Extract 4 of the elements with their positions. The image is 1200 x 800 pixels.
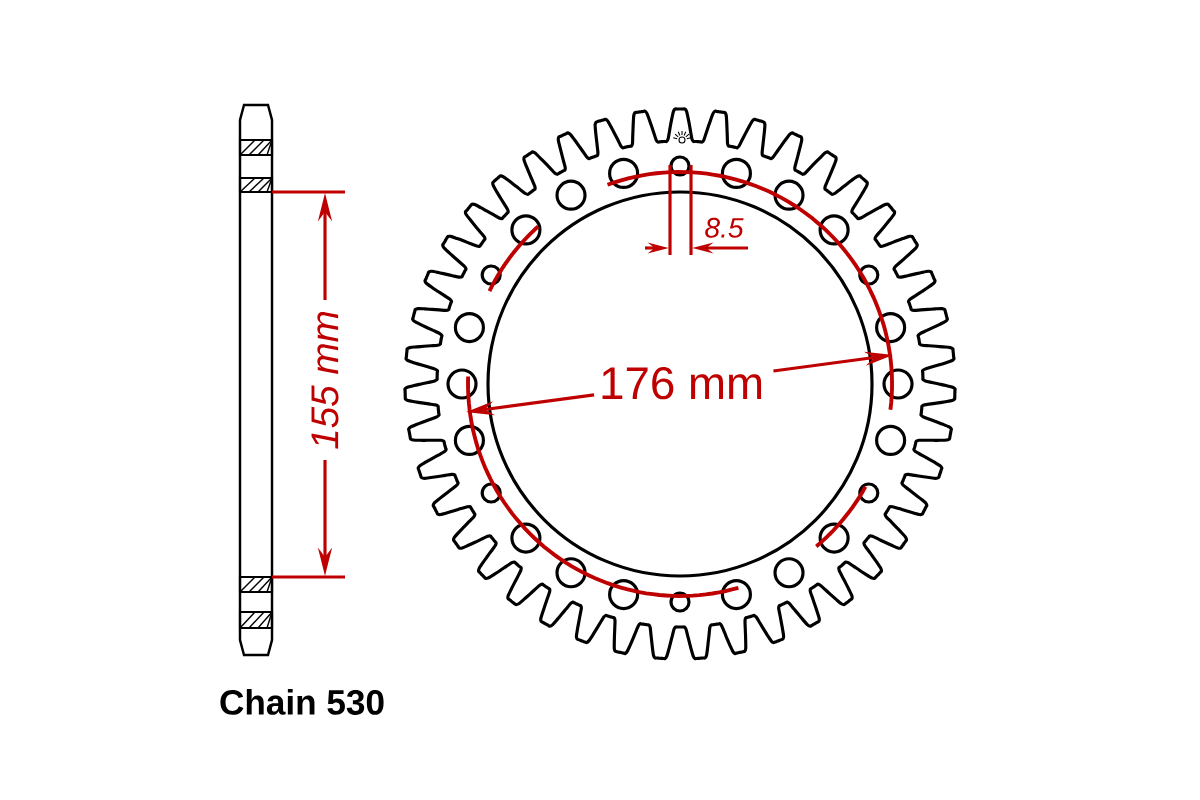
dimension-label: 176 mm bbox=[602, 367, 762, 400]
caption: Chain 530 bbox=[220, 689, 384, 715]
dimension-label: 155 mm bbox=[311, 312, 339, 449]
dimension-label: 8.5 bbox=[705, 217, 744, 238]
